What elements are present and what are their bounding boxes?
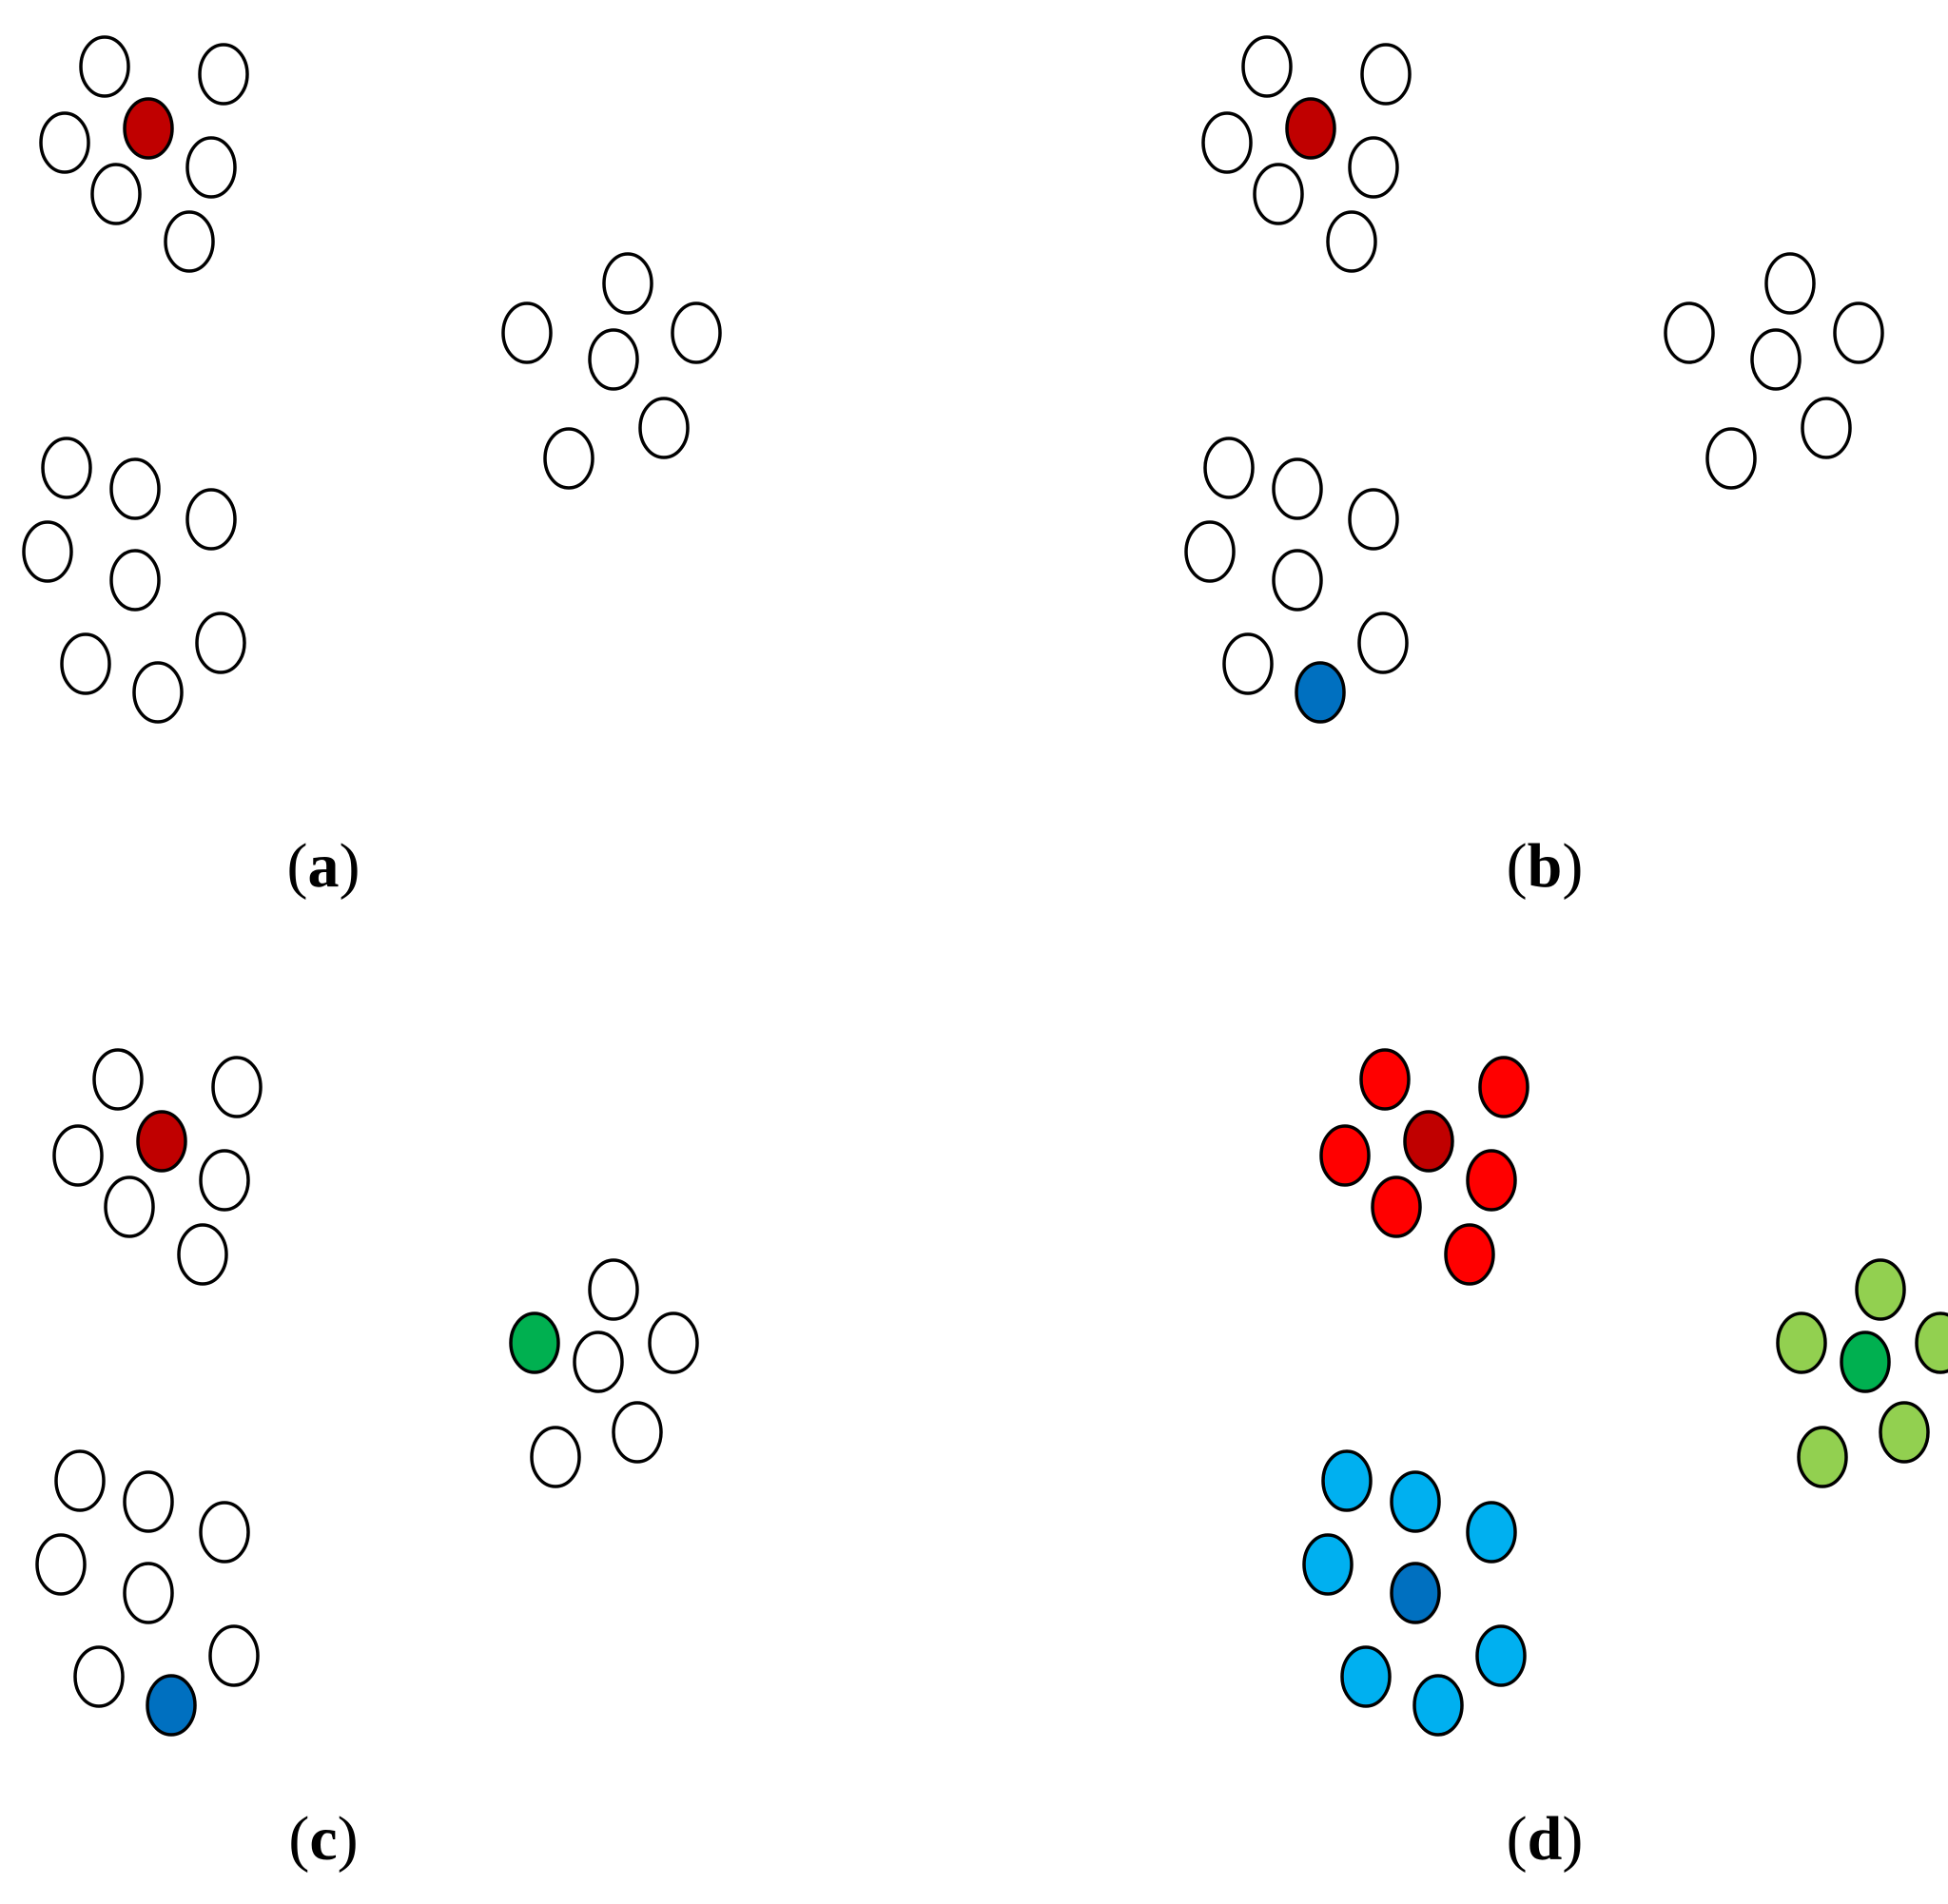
data-point	[1801, 397, 1852, 459]
data-point	[1478, 1056, 1529, 1118]
panel-label-d: (d)	[1507, 1804, 1584, 1874]
data-point	[1466, 1501, 1517, 1564]
data-point	[1705, 427, 1757, 490]
data-point	[1855, 1258, 1906, 1321]
data-point	[1764, 252, 1816, 315]
panel-label-c: (c)	[288, 1804, 358, 1874]
data-point	[1326, 210, 1377, 273]
data-point	[671, 301, 722, 364]
data-point	[1348, 136, 1399, 199]
data-point	[1357, 612, 1409, 674]
data-point	[1750, 328, 1802, 391]
data-point	[1203, 437, 1255, 499]
data-point	[1340, 1645, 1392, 1708]
data-point	[1321, 1449, 1373, 1512]
data-point	[1348, 488, 1399, 551]
data-point	[195, 612, 246, 674]
data-point	[199, 1149, 250, 1212]
data-point	[198, 43, 249, 106]
data-point	[1664, 301, 1715, 364]
data-point	[1360, 43, 1412, 106]
data-point	[1253, 163, 1304, 225]
data-point	[52, 1124, 104, 1187]
data-point	[1833, 301, 1884, 364]
data-point	[90, 163, 142, 225]
data-point	[73, 1645, 125, 1708]
cluster-center-green	[1840, 1331, 1891, 1393]
data-point	[35, 1533, 87, 1596]
cluster-center-red	[136, 1110, 187, 1173]
data-point	[588, 1258, 639, 1321]
data-point	[60, 632, 111, 695]
data-point	[1371, 1175, 1422, 1238]
panel-label-a: (a)	[287, 831, 360, 901]
data-point	[1302, 1533, 1354, 1596]
data-point	[185, 136, 237, 199]
data-point	[1184, 520, 1236, 583]
data-point	[1359, 1048, 1411, 1111]
points-layer	[22, 35, 1948, 1737]
cluster-center-red	[1285, 97, 1336, 160]
data-point	[1272, 549, 1323, 612]
cluster-center-red	[123, 97, 174, 160]
data-point	[54, 1449, 106, 1512]
data-point	[1390, 1470, 1441, 1533]
data-point	[92, 1048, 144, 1111]
data-point	[1412, 1674, 1464, 1737]
data-point	[1915, 1311, 1948, 1374]
data-point	[123, 1562, 174, 1624]
data-point	[1776, 1311, 1827, 1374]
data-point	[109, 549, 161, 612]
data-point	[501, 301, 553, 364]
data-point	[573, 1331, 624, 1393]
data-point	[177, 1223, 228, 1286]
cluster-center-green	[509, 1311, 560, 1374]
data-point	[543, 427, 594, 490]
data-point	[1797, 1426, 1848, 1488]
data-point	[1319, 1124, 1371, 1187]
cluster-center-blue	[1295, 661, 1346, 724]
cluster-center-blue	[1390, 1562, 1441, 1624]
data-point	[164, 210, 215, 273]
data-point	[1272, 457, 1323, 520]
data-point	[1466, 1149, 1517, 1212]
data-point	[199, 1501, 250, 1564]
data-point	[602, 252, 653, 315]
data-point	[530, 1426, 581, 1488]
panel-label-b: (b)	[1507, 831, 1584, 901]
data-point	[109, 457, 161, 520]
cluster-center-red	[1403, 1110, 1454, 1173]
data-point	[104, 1175, 155, 1238]
data-point	[1241, 35, 1293, 98]
data-point	[132, 661, 184, 724]
data-point	[22, 520, 73, 583]
data-point	[185, 488, 237, 551]
data-point	[39, 111, 90, 174]
data-point	[1222, 632, 1274, 695]
data-point	[1475, 1624, 1527, 1687]
data-point	[1201, 111, 1253, 174]
data-point	[41, 437, 92, 499]
data-point	[79, 35, 130, 98]
data-point	[638, 397, 690, 459]
data-point	[123, 1470, 174, 1533]
data-point	[208, 1624, 260, 1687]
data-point	[211, 1056, 263, 1118]
data-point	[612, 1401, 663, 1464]
data-point	[1444, 1223, 1495, 1286]
data-point	[648, 1311, 699, 1374]
data-point	[1879, 1401, 1930, 1464]
data-point	[588, 328, 639, 391]
cluster-center-blue	[146, 1674, 197, 1737]
